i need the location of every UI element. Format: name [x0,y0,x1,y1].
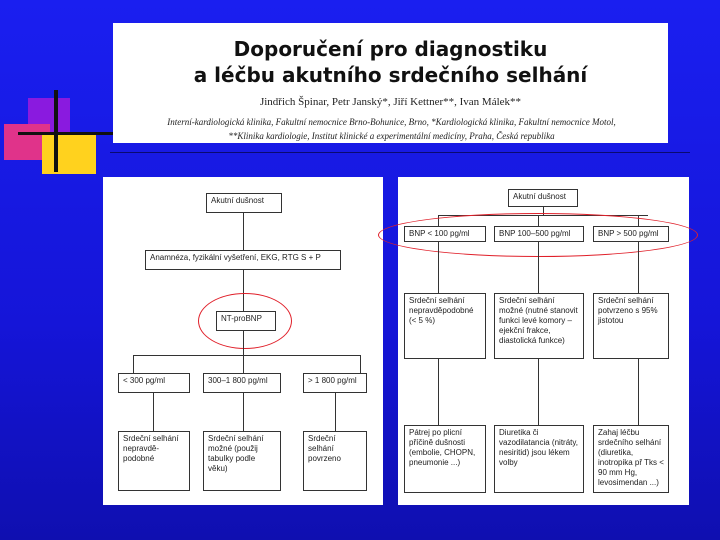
article-title-line1: Doporučení pro diagnostiku [113,37,668,61]
right-interpretation-box: Srdeční selhání nepravděpodobné (< 5 %) [404,293,486,359]
right-interpretation-box: Srdeční selhání potvrzeno s 95% jistotou [593,293,669,359]
bnp-flowchart: Akutní dušnost BNP < 100 pg/ml BNP 100–5… [398,177,689,505]
left-range-box: > 1 800 pg/ml [303,373,367,393]
deco-yellow-square [42,132,96,174]
right-start-box: Akutní dušnost [508,189,578,207]
right-action-box: Zahaj léčbu srdečního selhání (diuretika… [593,425,669,493]
left-range-box: 300–1 800 pg/ml [203,373,281,393]
left-start-box: Akutní dušnost [206,193,282,213]
left-result-box: Srdeční selhání povrzeno [303,431,367,491]
header-rule [110,152,690,153]
article-affiliation-1: Interní-kardiologická klinika, Fakultní … [119,117,664,127]
left-result-box: Srdeční selhání nepravdě-podobné [118,431,190,491]
article-title-line2: a léčbu akutního srdečního selhání [113,63,668,87]
left-range-box: < 300 pg/ml [118,373,190,393]
left-highlight-ellipse [198,293,292,349]
article-authors: Jindřich Špinar, Petr Janský*, Jiří Kett… [113,96,668,108]
right-action-box: Pátrej po plicní příčině dušnosti (embol… [404,425,486,493]
right-interpretation-box: Srdeční selhání možné (nutné stanovit fu… [494,293,584,359]
deco-horizontal-bar [18,132,118,135]
left-assessment-box: Anamnéza, fyzikální vyšetření, EKG, RTG … [145,250,341,270]
left-result-box: Srdeční selhání možné (použij tabulky po… [203,431,281,491]
right-action-box: Diuretika či vazodilatancia (nitráty, ne… [494,425,584,493]
article-affiliation-2: **Klinika kardiologie, Institut klinické… [119,131,664,141]
deco-vertical-bar [54,90,58,172]
article-header: Doporučení pro diagnostiku a léčbu akutn… [113,23,668,143]
ntprobnp-flowchart: Akutní dušnost Anamnéza, fyzikální vyšet… [103,177,383,505]
